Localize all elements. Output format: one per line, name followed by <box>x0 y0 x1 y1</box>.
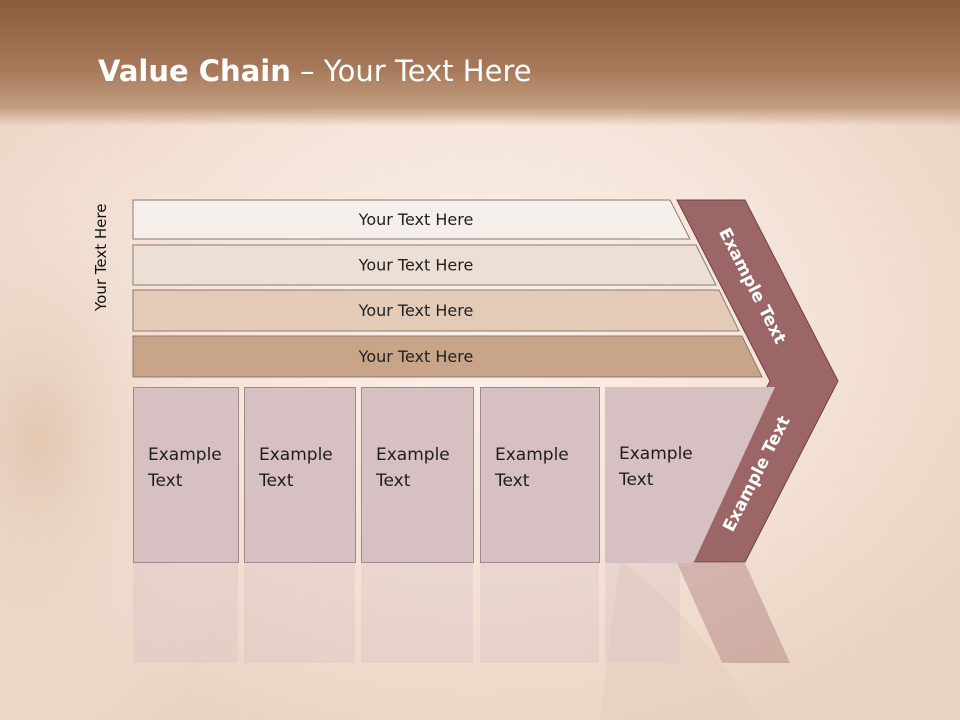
title-bar <box>0 0 960 126</box>
row-label-2: Your Text Here <box>358 256 474 275</box>
activity-box-1: Example Text <box>133 387 239 563</box>
activity-box-2: Example Text <box>244 387 356 563</box>
row-bar-2 <box>132 244 717 286</box>
activity-box-label: Example Text <box>259 445 333 491</box>
chevron-arrow <box>676 199 839 563</box>
reflection-shapes <box>133 563 790 663</box>
slide-title: Value Chain – Your Text Here <box>98 54 532 88</box>
activity-box-3: Example Text <box>361 387 474 563</box>
title-rest: – Your Text Here <box>290 54 532 88</box>
row-bar-4 <box>132 335 763 378</box>
activity-box-label: Example Text <box>495 445 569 491</box>
row-label-4: Your Text Here <box>358 347 474 366</box>
activity-box-label: Example Text <box>619 444 693 490</box>
activity-box-label: Example Text <box>148 445 222 491</box>
activity-box-4: Example Text <box>480 387 600 563</box>
row-label-3: Your Text Here <box>358 301 474 320</box>
row-label-1: Your Text Here <box>358 210 474 229</box>
reflection <box>0 563 960 720</box>
activity-box-label: Example Text <box>376 445 450 491</box>
row-bar-1 <box>132 199 691 240</box>
title-bold: Value Chain <box>98 54 291 88</box>
row-bar-3 <box>132 289 740 332</box>
